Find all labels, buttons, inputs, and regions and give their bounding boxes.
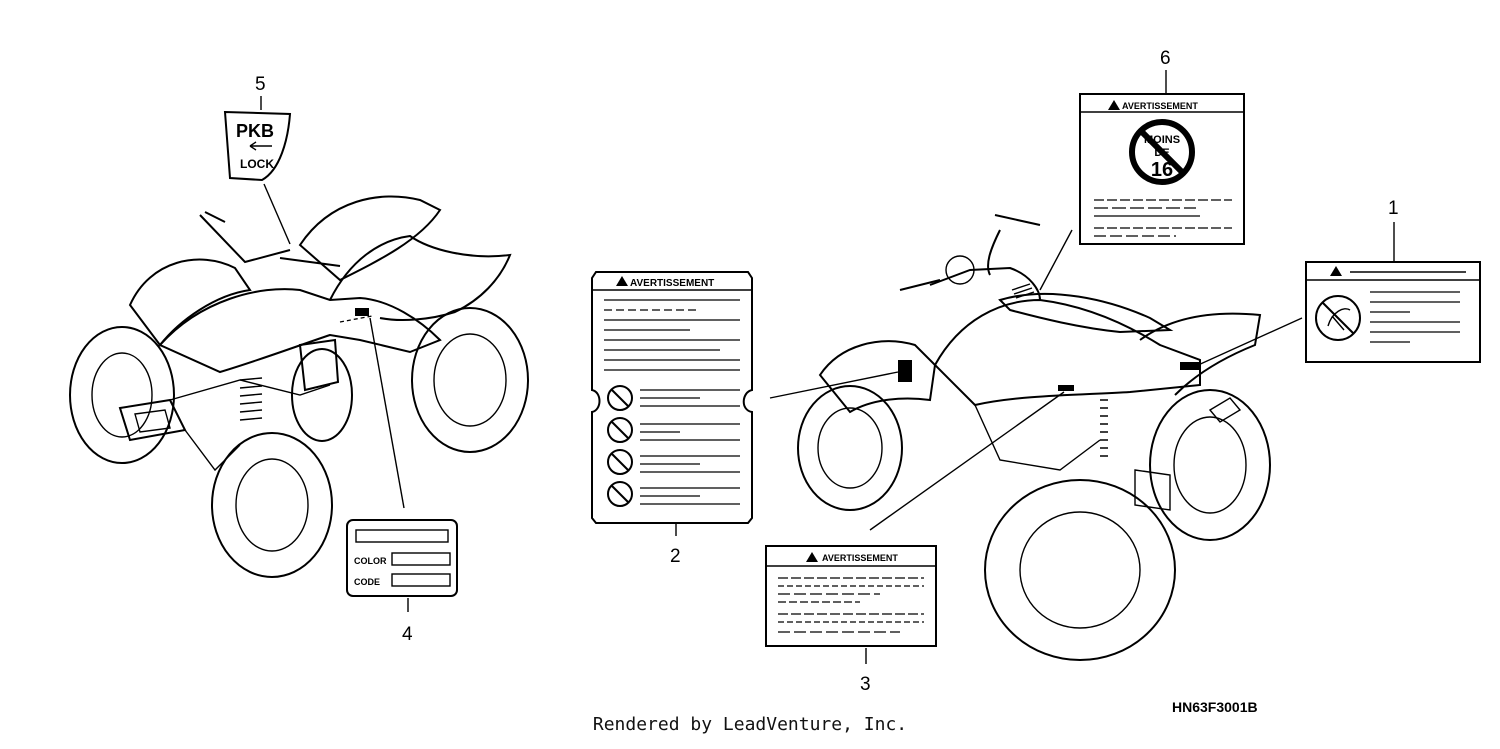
age-text-line2: DE [1154, 147, 1169, 159]
callout-5: 5 [255, 74, 266, 95]
render-credit: Rendered by LeadVenture, Inc. [592, 714, 908, 735]
leader-line-6 [1039, 229, 1073, 291]
warning-6-title: AVERTISSEMENT [1122, 101, 1198, 111]
warning-3-title: AVERTISSEMENT [822, 553, 898, 563]
callout-3: 3 [860, 674, 871, 695]
leader-line-5 [263, 183, 291, 245]
leader-line-2 [769, 371, 899, 399]
right-leader-lines [769, 229, 1303, 531]
lock-text: LOCK [240, 157, 274, 171]
code-text: CODE [354, 577, 380, 587]
decal-color-code: COLOR CODE 4 [346, 519, 458, 645]
prohibition-icons [607, 385, 633, 507]
leader-line-1 [1195, 317, 1303, 367]
decal-general-warning: AVERTISSEMENT 3 [765, 545, 937, 695]
decal-main-warning: AVERTISSEMENT 2 [591, 271, 753, 567]
pkb-text: PKB [236, 121, 274, 141]
callout-4: 4 [402, 624, 413, 645]
color-text: COLOR [354, 556, 387, 566]
diagram-code: HN63F3001B [1172, 699, 1258, 712]
callout-1: 1 [1388, 198, 1399, 219]
leader-line-3 [869, 391, 1065, 531]
callout-2: 2 [670, 546, 681, 567]
right-atv-drawing [797, 214, 1271, 661]
age-text-line3: 16 [1151, 159, 1173, 181]
left-atv-drawing [69, 195, 529, 578]
diagram-canvas: PKB LOCK 5 COLOR CODE 4 AVERTISSEMENT [69, 48, 1481, 712]
left-leader-lines [263, 183, 405, 509]
callout-6: 6 [1160, 48, 1171, 69]
warning-2-title: AVERTISSEMENT [630, 278, 714, 289]
leader-line-4 [369, 317, 405, 509]
decal-parking-brake-lock: PKB LOCK 5 [223, 74, 292, 182]
decal-passenger-warning: 1 [1305, 198, 1481, 363]
age-text-line1: MOINS [1144, 134, 1180, 146]
decal-age-warning: 6 AVERTISSEMENT MOINS DE 16 [1079, 48, 1245, 245]
